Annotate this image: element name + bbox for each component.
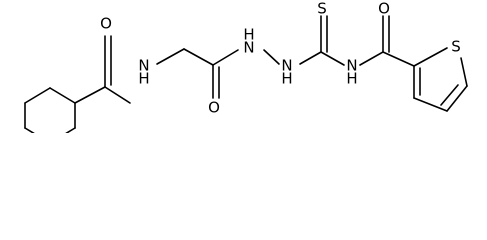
sulfur-label: S <box>317 0 327 18</box>
sulfur-label: S <box>451 38 461 56</box>
bonds <box>24 15 468 133</box>
carbonyl-to-thiophene-bond <box>382 51 415 67</box>
oxygen-label: O <box>100 15 112 33</box>
thiophene-bond <box>446 85 468 112</box>
cyclohexyl-to-carbonyl-bond <box>74 86 106 104</box>
thiophene-bond <box>413 47 448 67</box>
thiophene-bond <box>460 57 468 87</box>
nitrogen-label: N <box>281 57 292 75</box>
amide-to-carbonyl-bond <box>359 51 384 66</box>
atom-labels: O N H O N H N H S N H O S <box>100 0 461 117</box>
thiophene-bond <box>413 97 448 112</box>
oxygen-label: O <box>378 0 390 18</box>
ring-bond <box>24 127 35 133</box>
amide-bond <box>104 86 131 104</box>
hydrogen-label: H <box>243 26 254 44</box>
oxygen-label: O <box>208 99 220 117</box>
thiophene-double-bond <box>440 84 459 106</box>
ring-bond <box>65 127 76 133</box>
thiosemicarbazide-bond <box>299 51 322 65</box>
thioamide-bond <box>320 51 345 66</box>
hydrazine-bond <box>263 49 280 65</box>
molecule-structure: O N H O N H N H S N H O S <box>24 0 468 133</box>
hydrogen-label: H <box>346 70 357 88</box>
hydrogen-label: H <box>281 70 292 88</box>
hydrazide-bond <box>212 49 239 66</box>
molecule-diagram: O N H O N H N H S N H O S <box>24 0 468 133</box>
nitrogen-label: N <box>138 57 149 75</box>
nitrogen-label: N <box>346 57 357 75</box>
ch2-to-carbonyl-bond <box>183 48 214 66</box>
hydrogen-label: H <box>138 70 149 88</box>
ring-bond <box>24 87 51 104</box>
ring-bond <box>49 87 76 104</box>
ch2-bond <box>156 48 185 65</box>
nitrogen-label: N <box>243 39 254 57</box>
